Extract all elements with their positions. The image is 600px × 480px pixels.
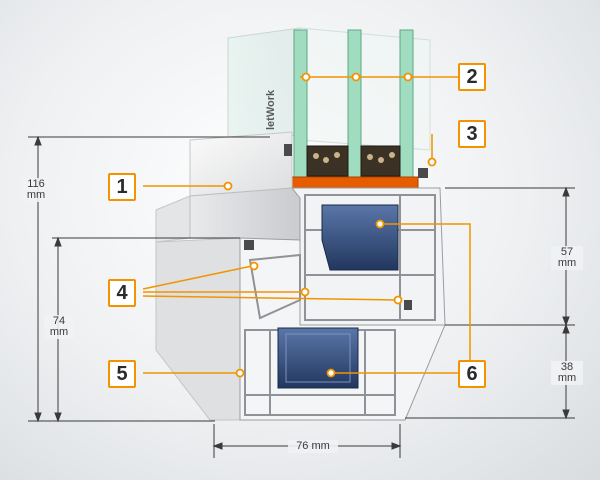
callout-4: 4 xyxy=(108,279,136,307)
glass-pane-1 xyxy=(293,29,308,179)
callout-6: 6 xyxy=(458,360,486,388)
leader-6a xyxy=(380,223,471,360)
dimension-depth: 76 mm xyxy=(288,440,338,453)
leader-dots xyxy=(223,72,437,378)
spacer-bars xyxy=(306,145,401,177)
callout-3: 3 xyxy=(458,120,486,148)
leader-4c xyxy=(142,295,398,301)
brand-logo: letWork xyxy=(265,89,277,131)
gaskets xyxy=(244,144,428,310)
callout-1: 1 xyxy=(108,173,136,201)
glass-pane-2 xyxy=(347,29,362,179)
callout-5: 5 xyxy=(108,360,136,388)
glass-pane-3 xyxy=(399,29,414,179)
leader-4a xyxy=(142,265,253,290)
callout-2: 2 xyxy=(458,63,486,91)
leader-lines xyxy=(142,76,471,374)
glazing-block xyxy=(291,176,419,189)
